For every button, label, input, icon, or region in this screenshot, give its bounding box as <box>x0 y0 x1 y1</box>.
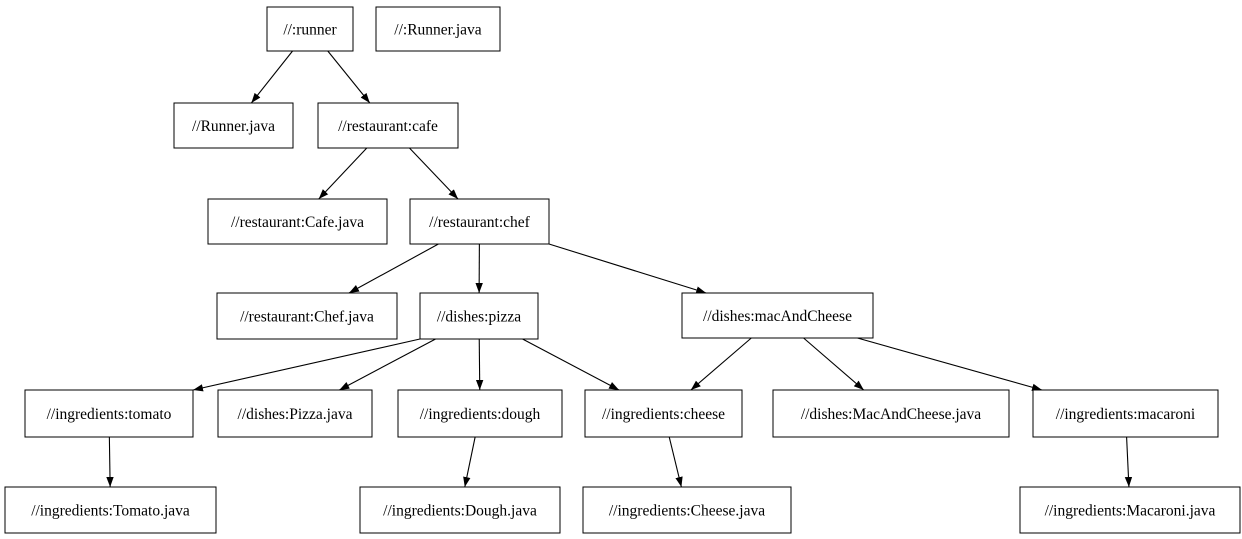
graph-node-mac-and-cheese-java: //dishes:MacAndCheese.java <box>772 389 1010 438</box>
node-label: //ingredients:Dough.java <box>383 503 537 520</box>
node-box <box>584 389 743 438</box>
graph-node-runner: //:runner <box>266 6 354 52</box>
edge-dough-to-dough-java <box>463 436 476 488</box>
edge-chef-to-chef-java <box>348 243 439 294</box>
node-label: //ingredients:Macaroni.java <box>1045 503 1216 520</box>
edge-runner-to-cafe <box>327 50 371 104</box>
graph-node-dough-java: //ingredients:Dough.java <box>359 486 561 534</box>
graph-node-mac-and-cheese: //dishes:macAndCheese <box>681 292 874 339</box>
graph-node-macaroni: //ingredients:macaroni <box>1032 389 1219 438</box>
node-box <box>375 6 501 52</box>
edge-tomato-to-tomato-java <box>106 436 114 488</box>
edge-pizza-to-cheese <box>522 338 620 391</box>
node-label: //:Runner.java <box>394 22 482 39</box>
node-box <box>397 389 563 438</box>
edges-layer <box>106 50 1133 488</box>
graph-node-pizza-java: //dishes:Pizza.java <box>217 389 373 438</box>
node-label: //ingredients:dough <box>420 406 541 423</box>
graph-node-tomato: //ingredients:tomato <box>24 389 194 438</box>
node-label: //dishes:macAndCheese <box>703 308 852 325</box>
node-box <box>419 292 539 340</box>
edge-macaroni-to-macaroni-java <box>1124 436 1133 488</box>
graph-node-macaroni-java: //ingredients:Macaroni.java <box>1019 486 1241 534</box>
node-box <box>409 198 550 245</box>
edge-chef-to-mac-and-cheese <box>548 243 707 294</box>
node-box <box>207 198 388 245</box>
graph-node-cheese-java: //ingredients:Cheese.java <box>582 486 792 534</box>
node-box <box>4 486 217 534</box>
edge-cheese-to-cheese-java <box>668 436 683 488</box>
edge-pizza-to-dough <box>475 338 484 391</box>
graph-node-dough: //ingredients:dough <box>397 389 563 438</box>
node-box <box>681 292 874 339</box>
graph-node-runner-java: //Runner.java <box>173 102 294 149</box>
graph-node-cafe: //restaurant:cafe <box>317 102 459 149</box>
edge-runner-to-runner-java <box>250 50 293 104</box>
node-label: //ingredients:macaroni <box>1056 406 1196 423</box>
edge-cafe-to-chef <box>409 147 459 200</box>
graph-node-chef-java: //restaurant:Chef.java <box>216 292 398 340</box>
node-label: //restaurant:Cafe.java <box>231 214 364 231</box>
graph-node-chef: //restaurant:chef <box>409 198 550 245</box>
node-box <box>216 292 398 340</box>
graph-node-tomato-java: //ingredients:Tomato.java <box>4 486 217 534</box>
node-label: //:runner <box>283 22 337 39</box>
edge-mac-and-cheese-to-macaroni <box>857 337 1043 391</box>
graph-node-cafe-java: //restaurant:Cafe.java <box>207 198 388 245</box>
node-label: //Runner.java <box>192 118 275 135</box>
node-box <box>1019 486 1241 534</box>
node-label: //restaurant:cafe <box>338 118 438 135</box>
node-box <box>24 389 194 438</box>
node-label: //ingredients:Cheese.java <box>609 503 765 520</box>
node-label: //restaurant:Chef.java <box>240 309 374 326</box>
node-box <box>359 486 561 534</box>
node-label: //restaurant:chef <box>429 214 531 231</box>
node-box <box>266 6 354 52</box>
node-label: //ingredients:tomato <box>47 406 172 423</box>
edge-pizza-to-tomato <box>192 338 421 392</box>
node-box <box>217 389 373 438</box>
edge-pizza-to-pizza-java <box>339 338 436 391</box>
graph-node-runner-java-source: //:Runner.java <box>375 6 501 52</box>
graph-node-pizza: //dishes:pizza <box>419 292 539 340</box>
node-box <box>1032 389 1219 438</box>
node-box <box>317 102 459 149</box>
node-label: //dishes:MacAndCheese.java <box>801 406 981 423</box>
nodes-layer: //:runner //:Runner.java //Runner.java //re… <box>4 6 1241 534</box>
node-box <box>582 486 792 534</box>
edge-mac-and-cheese-to-mac-and-cheese-java <box>803 337 865 391</box>
edge-cafe-to-cafe-java <box>318 147 368 200</box>
node-label: //ingredients:Tomato.java <box>31 503 190 520</box>
node-label: //ingredients:cheese <box>602 406 725 423</box>
edge-mac-and-cheese-to-cheese <box>690 337 752 391</box>
node-label: //dishes:pizza <box>437 309 521 326</box>
node-box <box>772 389 1010 438</box>
node-label: //dishes:Pizza.java <box>238 406 353 423</box>
node-box <box>173 102 294 149</box>
graph-node-cheese: //ingredients:cheese <box>584 389 743 438</box>
